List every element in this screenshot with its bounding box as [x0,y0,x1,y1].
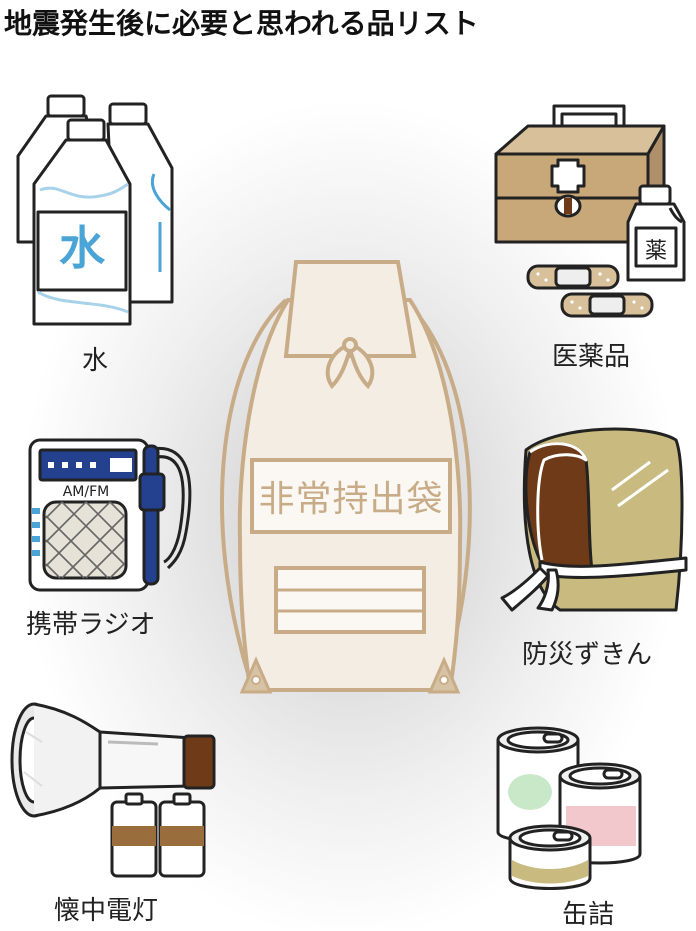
label-medicine: 医薬品 [552,342,631,372]
radio-icon: AM/FM [28,438,192,592]
hood-icon [500,427,688,612]
flashlight-icon [10,702,216,878]
radio-band-text: AM/FM [63,484,110,500]
medicine-bottle-text: 薬 [645,239,667,264]
can-icon [496,726,642,890]
label-hood: 防災ずきん [522,640,653,670]
bag-label: 非常持出袋 [258,479,444,520]
water-bottle-text: 水 [59,221,106,275]
label-flashlight: 懐中電灯 [54,896,159,926]
label-cans: 缶詰 [562,900,615,930]
first-aid-kit-icon: 薬 [494,104,686,318]
water-bottle-icon: 水 [16,94,174,326]
page-title: 地震発生後に必要と思われる品リスト [4,7,479,40]
label-radio: 携帯ラジオ [26,610,156,640]
label-water: 水 [82,346,109,376]
